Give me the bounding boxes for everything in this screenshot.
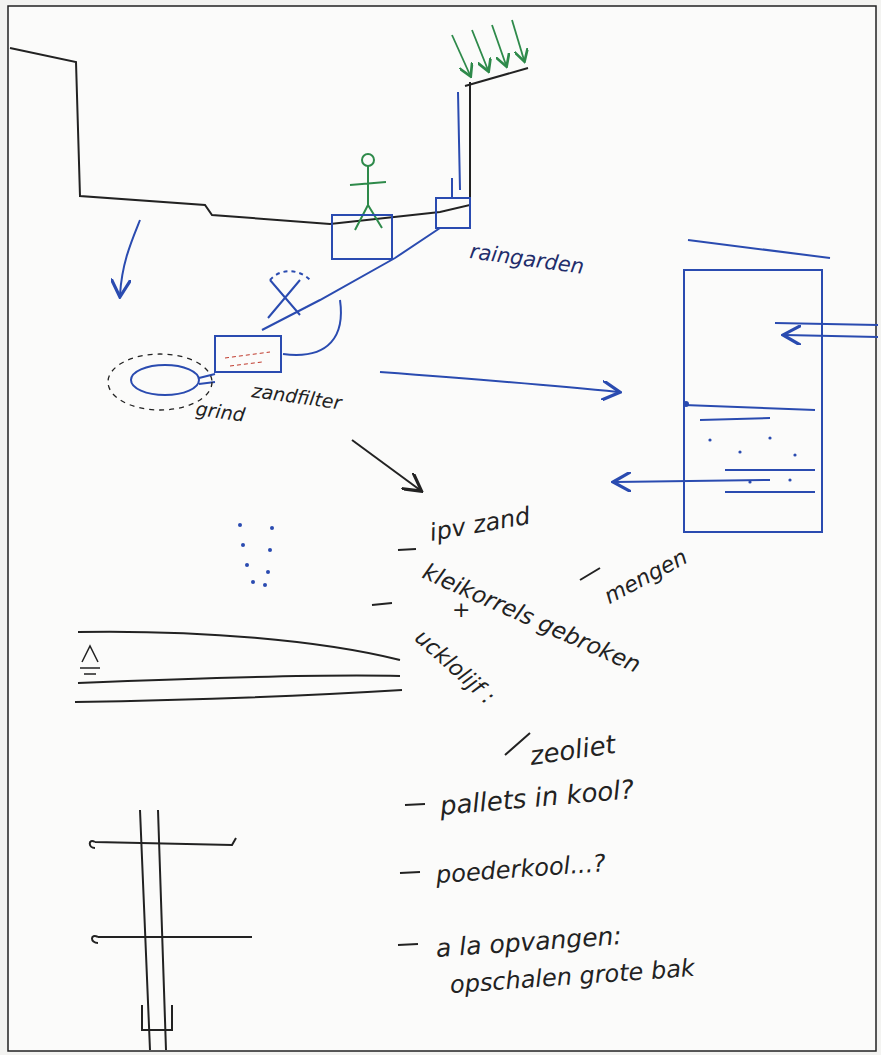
roof-line bbox=[465, 68, 528, 86]
well-pipe bbox=[90, 810, 252, 1050]
filter-dots bbox=[683, 401, 797, 484]
aquifer-layer bbox=[75, 632, 402, 702]
drainage-system bbox=[120, 92, 878, 532]
paper-sheet bbox=[8, 6, 876, 1051]
handwritten-note: + bbox=[452, 598, 470, 622]
terrain-line bbox=[10, 48, 470, 224]
filter-fill bbox=[225, 352, 270, 366]
person-figure bbox=[350, 154, 386, 230]
dots-column bbox=[238, 523, 274, 587]
rain-arrows bbox=[452, 20, 524, 75]
